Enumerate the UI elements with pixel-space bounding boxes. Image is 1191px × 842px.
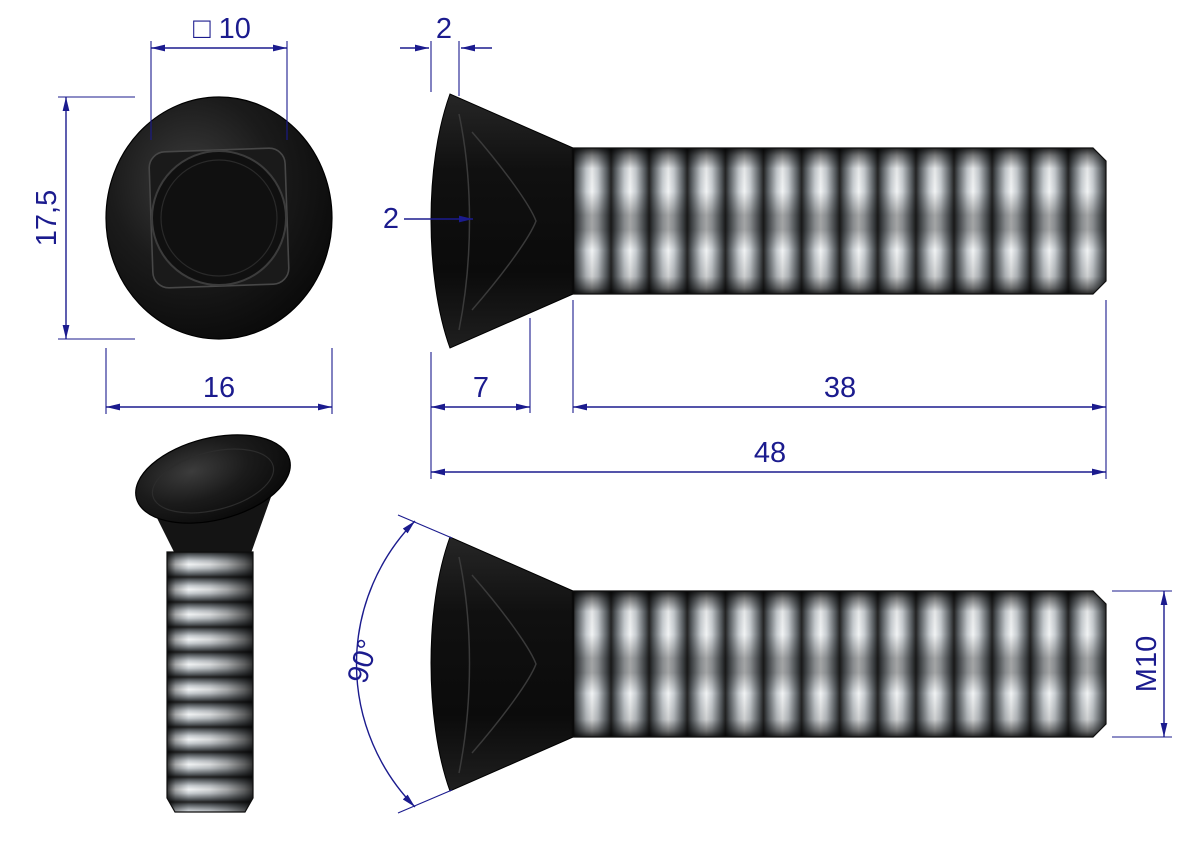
dim-thread-length: 38	[572, 300, 1107, 479]
dim-thread-designation-label: M10	[1131, 636, 1163, 692]
dim-head-width-label: 16	[203, 372, 235, 404]
dim-square-width: □ 10	[150, 13, 288, 140]
side-view-bottom: 90° M10	[342, 514, 1172, 814]
dim-thread-length-label: 38	[824, 372, 856, 404]
iso-head-rim	[151, 448, 275, 514]
dim-square-width-label: □ 10	[193, 13, 251, 45]
iso-shank-shading	[166, 551, 254, 813]
dim-head-height-label: 17,5	[31, 190, 63, 246]
dim-neck-length-label: 7	[473, 372, 489, 404]
bolt-side-geometry-lower	[429, 535, 1108, 793]
dim-total-length-label: 48	[754, 437, 786, 469]
front-view: □ 10 17,5 16	[31, 13, 333, 414]
dim-head-height: 17,5	[31, 96, 135, 340]
side-view-top: 2 2 7 38 48	[383, 13, 1108, 479]
dim-countersink-angle-label: 90°	[342, 636, 385, 687]
dim-head-width: 16	[105, 348, 333, 414]
shank-inner-circle	[160, 159, 278, 277]
dim-neck-length: 7	[430, 318, 531, 479]
bolt-side-geometry	[429, 92, 1108, 350]
dim-head-edge-label: 2	[383, 203, 399, 235]
dim-head-flat: 2	[400, 13, 492, 96]
iso-head	[135, 434, 291, 524]
dim-thread-designation: M10	[1112, 590, 1172, 738]
dim-total-length: 48	[431, 437, 1106, 476]
iso-view	[135, 434, 291, 813]
dim-head-edge: 2	[383, 203, 473, 235]
shank-end-circle	[151, 150, 287, 286]
dim-head-flat-label: 2	[436, 13, 452, 45]
